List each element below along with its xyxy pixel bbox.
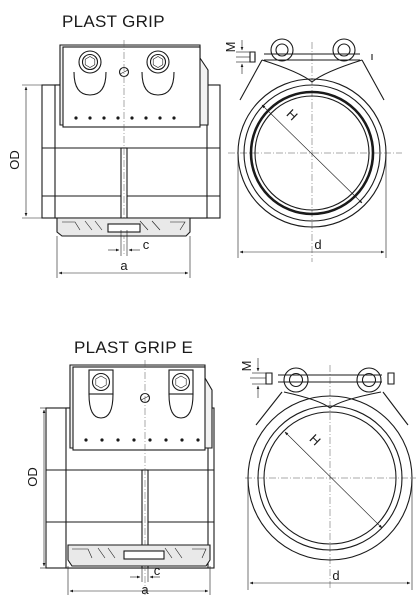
front-view: M H d: [223, 38, 402, 262]
label-od: OD: [7, 150, 22, 170]
bolt-left-icon: [78, 50, 102, 74]
label-d: d: [314, 237, 321, 252]
figure-plast-grip: PLAST GRIP: [7, 12, 402, 278]
bolt-left-icon: [88, 369, 114, 395]
front-view: M H d: [239, 358, 416, 590]
bolt-right-icon: [168, 369, 194, 395]
bolt-right-icon: [146, 50, 170, 74]
side-view: OD c a: [25, 360, 215, 595]
rivet-row: [84, 438, 200, 442]
top-clamp: [250, 367, 409, 426]
label-h: H: [284, 106, 301, 123]
figure-title: PLAST GRIP: [62, 12, 165, 31]
label-h: H: [307, 431, 324, 448]
label-c: c: [143, 237, 150, 252]
clamp-plate: [72, 366, 206, 451]
label-a: a: [120, 258, 128, 273]
side-view: OD a c: [7, 40, 221, 278]
rivet-row: [74, 116, 176, 120]
figure-plast-grip-e: PLAST GRIP E: [25, 338, 416, 595]
label-m: M: [223, 42, 238, 53]
figure-title: PLAST GRIP E: [74, 338, 193, 357]
top-clamp: [236, 38, 385, 101]
label-a: a: [141, 582, 149, 595]
label-od: OD: [25, 467, 40, 487]
label-c: c: [154, 563, 161, 578]
label-m: M: [239, 361, 254, 372]
label-d: d: [332, 568, 339, 583]
clamp-plate: [62, 46, 201, 128]
